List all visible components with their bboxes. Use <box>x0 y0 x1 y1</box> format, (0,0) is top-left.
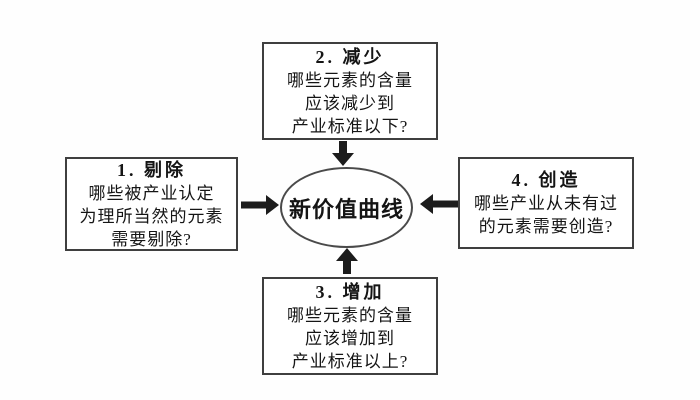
box-increase-title: 3. 增加 <box>315 281 385 302</box>
box-reduce-line: 哪些元素的含量 <box>287 70 413 90</box>
arrow-down-shape <box>332 141 354 166</box>
box-increase: 3. 增加 哪些元素的含量 应该增加到 产业标准以上? <box>262 277 438 375</box>
box-eliminate-line: 哪些被产业认定 <box>88 183 215 203</box>
arrow-up-shape <box>336 248 358 274</box>
box-eliminate-title: 1. 剔除 <box>117 159 186 180</box>
box-create-line: 哪些产业从未有过 <box>474 194 618 213</box>
arrow-left-icon <box>420 194 458 214</box>
box-eliminate-line: 需要剔除? <box>111 229 192 249</box>
box-create: 4. 创造 哪些产业从未有过 的元素需要创造? <box>458 157 634 249</box>
box-eliminate: 1. 剔除 哪些被产业认定 为理所当然的元素 需要剔除? <box>65 157 238 251</box>
arrow-left-shape <box>420 194 458 214</box>
box-create-title: 4. 创造 <box>511 170 581 190</box>
box-increase-line: 产业标准以上? <box>291 351 409 371</box>
box-eliminate-line: 为理所当然的元素 <box>79 206 224 226</box>
box-reduce-line: 产业标准以下? <box>291 116 409 136</box>
center-ellipse: 新价值曲线 <box>280 167 413 248</box>
box-increase-line: 哪些元素的含量 <box>287 305 413 325</box>
arrow-down-icon <box>332 141 354 166</box>
arrow-right-shape <box>241 195 279 215</box>
box-create-line: 的元素需要创造? <box>478 217 614 236</box>
box-reduce: 2. 减少 哪些元素的含量 应该减少到 产业标准以下? <box>262 42 438 140</box>
box-reduce-title: 2. 减少 <box>315 46 385 67</box>
arrow-up-icon <box>336 248 358 274</box>
arrow-right-icon <box>241 195 279 215</box>
box-reduce-line: 应该减少到 <box>305 93 395 113</box>
center-ellipse-label: 新价值曲线 <box>288 196 404 222</box>
box-increase-line: 应该增加到 <box>305 328 395 348</box>
